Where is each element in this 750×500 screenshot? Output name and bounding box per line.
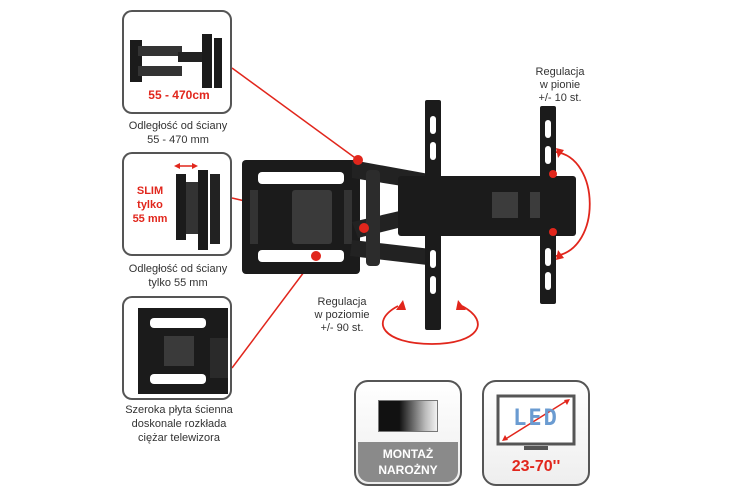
distance-caption-line1: Odległość od ściany: [128, 120, 228, 132]
wall-plate-caption-line2: doskonale rozkłada: [131, 418, 227, 430]
wall-plate-caption-line3: ciężar telewizora: [138, 432, 220, 444]
slim-label: SLIM tylko 55 mm: [128, 184, 172, 226]
slim-label-line1: SLIM: [136, 185, 164, 197]
vertical-note-line1: Regulacja: [535, 66, 585, 78]
corner-mount-label-bar: MONTAŻ NAROŻNY: [358, 442, 458, 482]
wall-plate: [242, 160, 360, 274]
vertical-adjustment-note: Regulacja w pionie +/- 10 st.: [520, 66, 600, 105]
horizontal-note-line3: +/- 90 st.: [320, 322, 364, 334]
corner-mount-line1: MONTAŻ: [382, 447, 434, 461]
horizontal-note-line1: Regulacja: [317, 296, 367, 308]
led-tv-icon: [496, 394, 576, 450]
distance-caption: Odległość od ściany 55 - 470 mm: [110, 119, 246, 147]
wall-plate-caption-line1: Szeroka płyta ścienna: [125, 404, 233, 416]
vertical-note-line2: w pionie: [539, 79, 581, 91]
wall-plate-caption: Szeroka płyta ścienna doskonale rozkłada…: [104, 403, 254, 445]
wall-plate-callout-box: [122, 296, 232, 400]
slim-caption-line1: Odległość od ściany: [128, 263, 228, 275]
folded-arm-thumbnail: [174, 163, 220, 250]
corner-mount-badge: MONTAŻ NAROŻNY: [354, 380, 462, 486]
pivot-markers: [311, 155, 557, 261]
slim-label-line3: 55 mm: [132, 213, 168, 225]
distance-dimension-label: 55 - 470cm: [134, 88, 224, 102]
led-logo-text: LED: [513, 406, 559, 431]
horizontal-adjustment-note: Regulacja w poziomie +/- 90 st.: [300, 296, 384, 335]
slim-callout-box: SLIM tylko 55 mm: [122, 152, 232, 256]
tv-size-range: 23-70'': [511, 458, 561, 475]
corner-mount-line2: NAROŻNY: [378, 463, 438, 477]
distance-caption-line2: 55 - 470 mm: [147, 134, 209, 146]
tv-plate: [398, 100, 576, 330]
slim-caption: Odległość od ściany tylko 55 mm: [110, 262, 246, 290]
slim-caption-line2: tylko 55 mm: [148, 277, 208, 289]
swivel-arc-icon: [381, 300, 479, 345]
led-size-badge: LED 23-70'': [482, 380, 590, 486]
corner-mount-icon: [378, 400, 438, 432]
wall-plate-thumbnail: [138, 308, 228, 394]
horizontal-note-line2: w poziomie: [314, 309, 370, 321]
vertical-note-line3: +/- 10 st.: [538, 92, 582, 104]
slim-label-line2: tylko: [137, 199, 163, 211]
distance-callout-box: 55 - 470cm: [122, 10, 232, 114]
tilt-arc-icon: [555, 148, 591, 260]
